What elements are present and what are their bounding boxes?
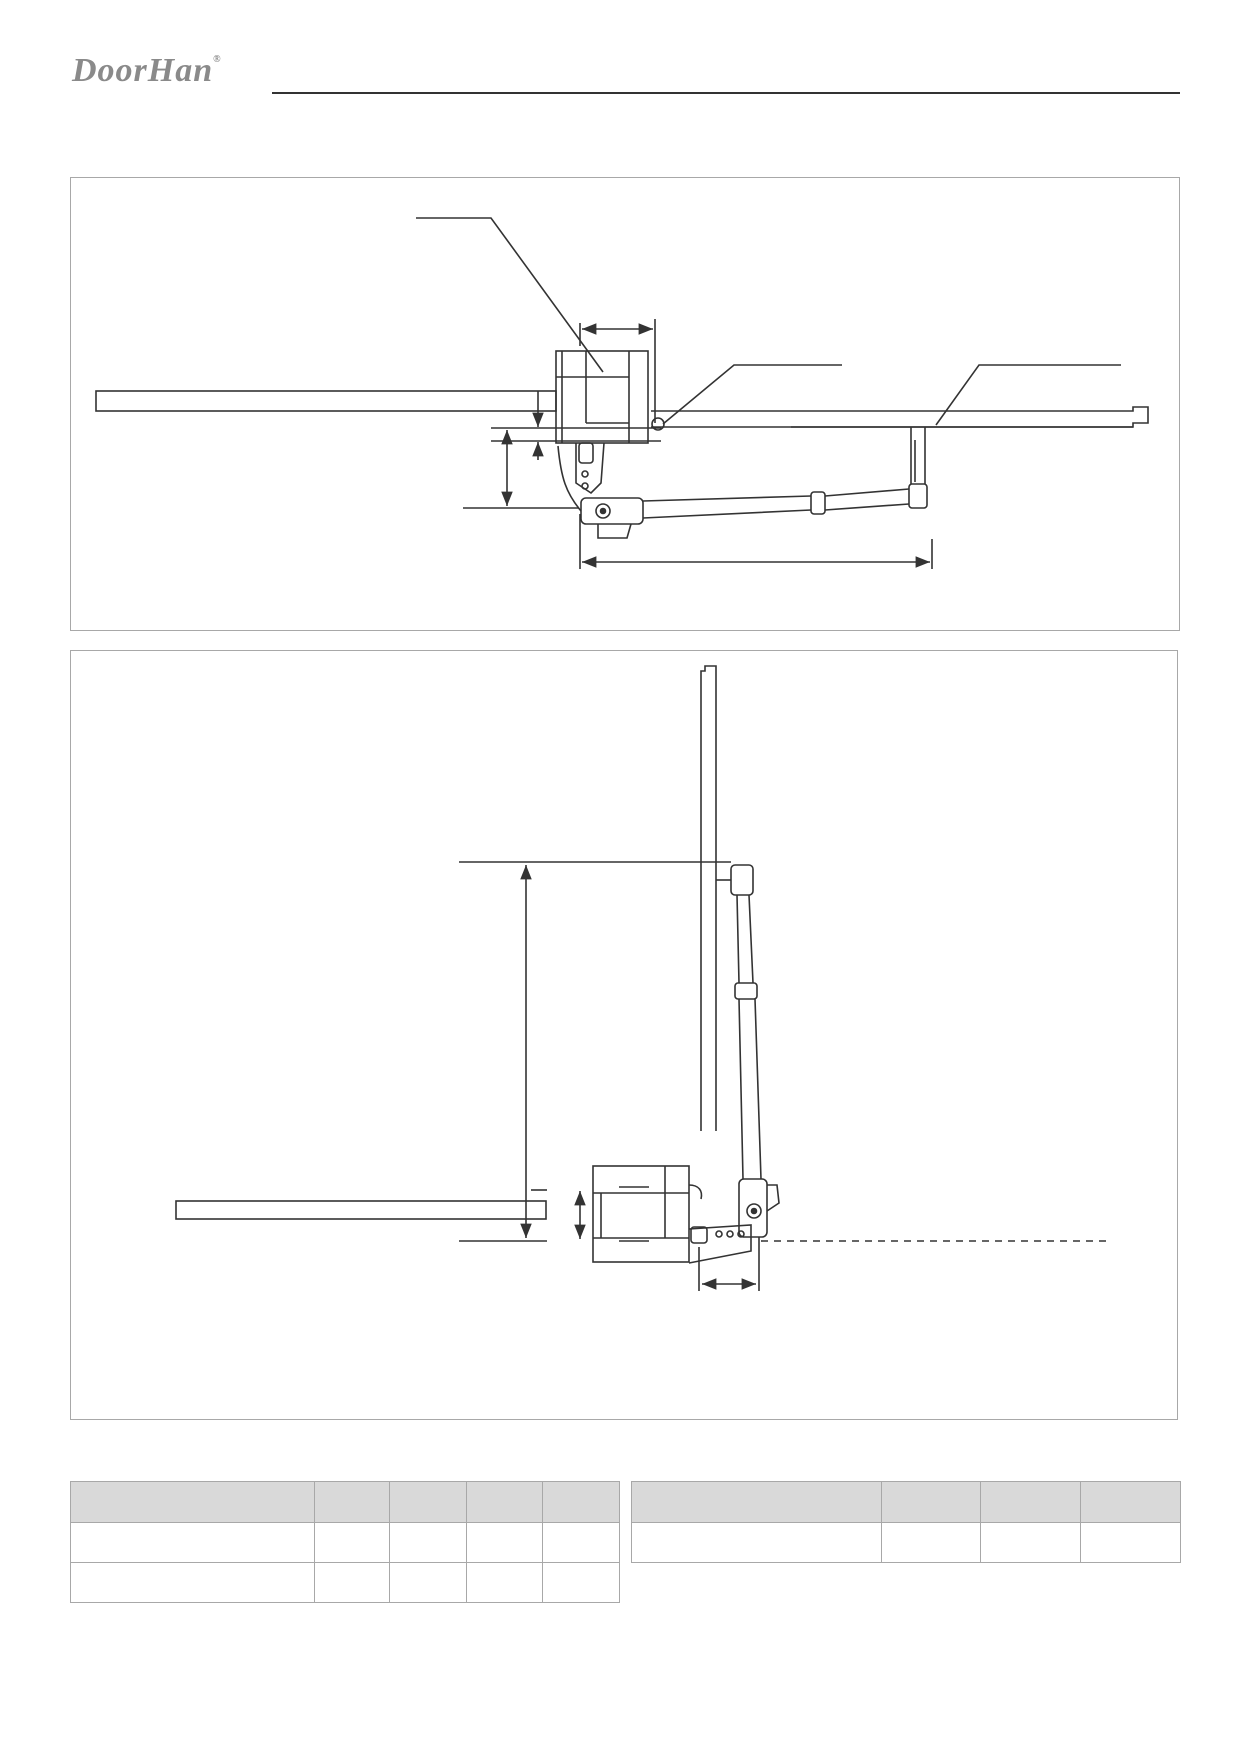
- telescopic-arm: [642, 495, 812, 519]
- table-left-header-cell: [313, 1481, 391, 1523]
- gate-bracket: [908, 483, 928, 509]
- table-cell: [466, 1522, 544, 1563]
- telescopic-arm-open: [736, 894, 754, 984]
- table-left-header: [70, 1481, 620, 1523]
- gate-leaf-open: [700, 665, 717, 1131]
- table-right-header-cell: [631, 1481, 882, 1523]
- table-cell: [313, 1562, 391, 1603]
- table-cell: [542, 1562, 620, 1603]
- table-cell: [466, 1562, 544, 1603]
- table-left-header-cell: [466, 1481, 544, 1523]
- leader-motor: [416, 217, 604, 373]
- table-cell: [70, 1562, 315, 1603]
- table-cell: [542, 1522, 620, 1563]
- arm-end-block-open: [738, 1178, 768, 1238]
- table-right-header-cell: [1080, 1481, 1181, 1523]
- table-cell: [313, 1522, 391, 1563]
- leader-hinge: [662, 364, 842, 425]
- table-cell: [631, 1522, 882, 1563]
- table-right-header: [631, 1481, 1181, 1523]
- table-row: [70, 1562, 620, 1603]
- gate-leaf: [651, 406, 1149, 428]
- table-left-header-cell: [70, 1481, 315, 1523]
- table-right: [631, 1481, 1181, 1563]
- table-cell: [389, 1522, 468, 1563]
- registered-mark: ®: [213, 54, 222, 65]
- wall-plate: [95, 390, 557, 412]
- diagram-closed-position: [70, 177, 1180, 631]
- diagram-open-position: [70, 650, 1178, 1420]
- table-left-header-cell: [542, 1481, 620, 1523]
- open-position-drawing: [175, 665, 1111, 1291]
- wall-plate-open: [175, 1200, 547, 1220]
- table-left-header-cell: [389, 1481, 468, 1523]
- closed-position-drawing: [95, 217, 1149, 569]
- motor-housing-open: [592, 1165, 690, 1263]
- table-cell: [1080, 1522, 1181, 1563]
- table-cell: [980, 1522, 1082, 1563]
- table-cell: [70, 1522, 315, 1563]
- table-cell: [880, 1522, 982, 1563]
- gate-bracket-open: [730, 864, 754, 896]
- table-right-header-cell: [980, 1481, 1082, 1523]
- brand-logo: DoorHan®: [72, 52, 222, 90]
- leader-gate: [935, 364, 1121, 426]
- table-left: [70, 1481, 620, 1603]
- arm-end-block: [580, 497, 644, 525]
- brand-name: DoorHan: [72, 52, 214, 89]
- table-row: [70, 1522, 620, 1563]
- table-cell: [389, 1562, 468, 1603]
- table-row: [631, 1522, 1181, 1563]
- motor-housing: [555, 350, 649, 444]
- table-right-header-cell: [880, 1481, 982, 1523]
- header-rule: [272, 92, 1180, 94]
